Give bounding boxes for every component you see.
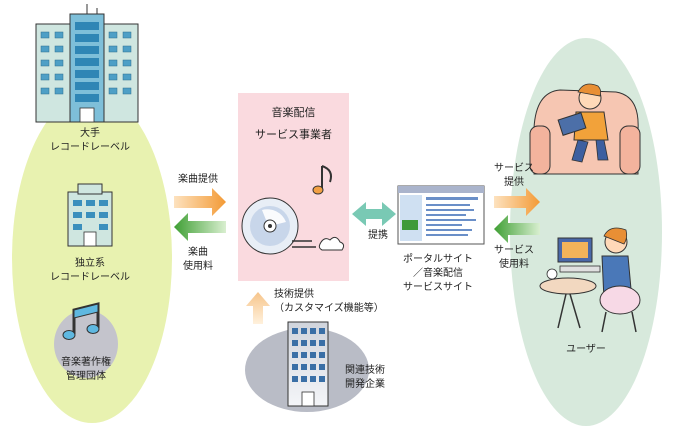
- service-provider-name: 音楽配信 サービス事業者: [238, 102, 349, 146]
- copyright-org-line-2: 管理団体: [66, 371, 106, 382]
- major-label-name: 大手 レコードレーベル: [42, 127, 138, 155]
- tech-company-line-1: 関連技術: [345, 365, 385, 376]
- tech-supply-arrow: [246, 292, 270, 324]
- rights-holders-ellipse: [12, 93, 172, 423]
- music-supply-label: 楽曲提供: [178, 174, 218, 185]
- service-fee-label: サービス 使用料: [486, 244, 542, 272]
- tech-company-line-2: 開発企業: [345, 379, 385, 390]
- partnership-arrow: [352, 202, 396, 226]
- indie-label-line-1: 独立系: [75, 258, 105, 269]
- service-provider-line-1: 音楽配信: [271, 106, 316, 119]
- music-fee-line-1: 楽曲: [188, 247, 208, 258]
- motion-lines-icon: [292, 236, 345, 251]
- major-label-building-icon: [35, 4, 139, 123]
- service-provider-line-2: サービス事業者: [255, 128, 332, 141]
- indie-label-building-icon: [67, 183, 113, 247]
- music-fee-label: 楽曲 使用料: [168, 246, 228, 274]
- service-fee-line-1: サービス: [494, 245, 534, 256]
- tech-company-building-icon: [287, 321, 329, 407]
- service-supply-arrow: [494, 188, 540, 216]
- major-label-line-2: レコードレーベル: [50, 142, 130, 153]
- music-fee-line-2: 使用料: [183, 261, 213, 272]
- tech-supply-line-1: 技術提供: [274, 289, 314, 300]
- service-supply-line-1: サービス: [494, 163, 534, 174]
- portal-site-screen-icon: [397, 185, 485, 245]
- tech-supply-label: 技術提供 （カスタマイズ機能等）: [274, 288, 384, 316]
- portal-site-line-2: ／音楽配信: [413, 268, 463, 279]
- tech-company-name: 関連技術 開発企業: [345, 364, 385, 392]
- users-label: ユーザー: [566, 344, 606, 355]
- indie-label-line-2: レコードレーベル: [50, 272, 130, 283]
- music-fee-arrow: [174, 213, 226, 241]
- user-on-sofa-icon: [529, 83, 641, 175]
- tech-supply-line-2: （カスタマイズ機能等）: [274, 303, 384, 314]
- service-supply-line-2: 提供: [504, 177, 524, 188]
- user-at-desk-icon: [539, 227, 641, 333]
- copyright-org-name: 音楽著作権 管理団体: [46, 356, 126, 384]
- music-supply-arrow: [174, 188, 226, 216]
- copyright-org-line-1: 音楽著作権: [61, 357, 111, 368]
- copyright-org-icon: [54, 302, 118, 378]
- indie-label-name: 独立系 レコードレーベル: [42, 257, 138, 285]
- service-supply-label: サービス 提供: [486, 162, 542, 190]
- cd-icon: [241, 197, 299, 255]
- music-note-icon: [312, 165, 332, 195]
- portal-site-line-1: ポータルサイト: [403, 254, 473, 265]
- partnership-label: 提携: [368, 230, 388, 241]
- service-fee-arrow: [494, 215, 540, 243]
- portal-site-line-3: サービスサイト: [403, 282, 473, 293]
- portal-site-name: ポータルサイト ／音楽配信 サービスサイト: [388, 253, 488, 295]
- service-fee-line-2: 使用料: [499, 259, 529, 270]
- major-label-line-1: 大手: [80, 128, 100, 139]
